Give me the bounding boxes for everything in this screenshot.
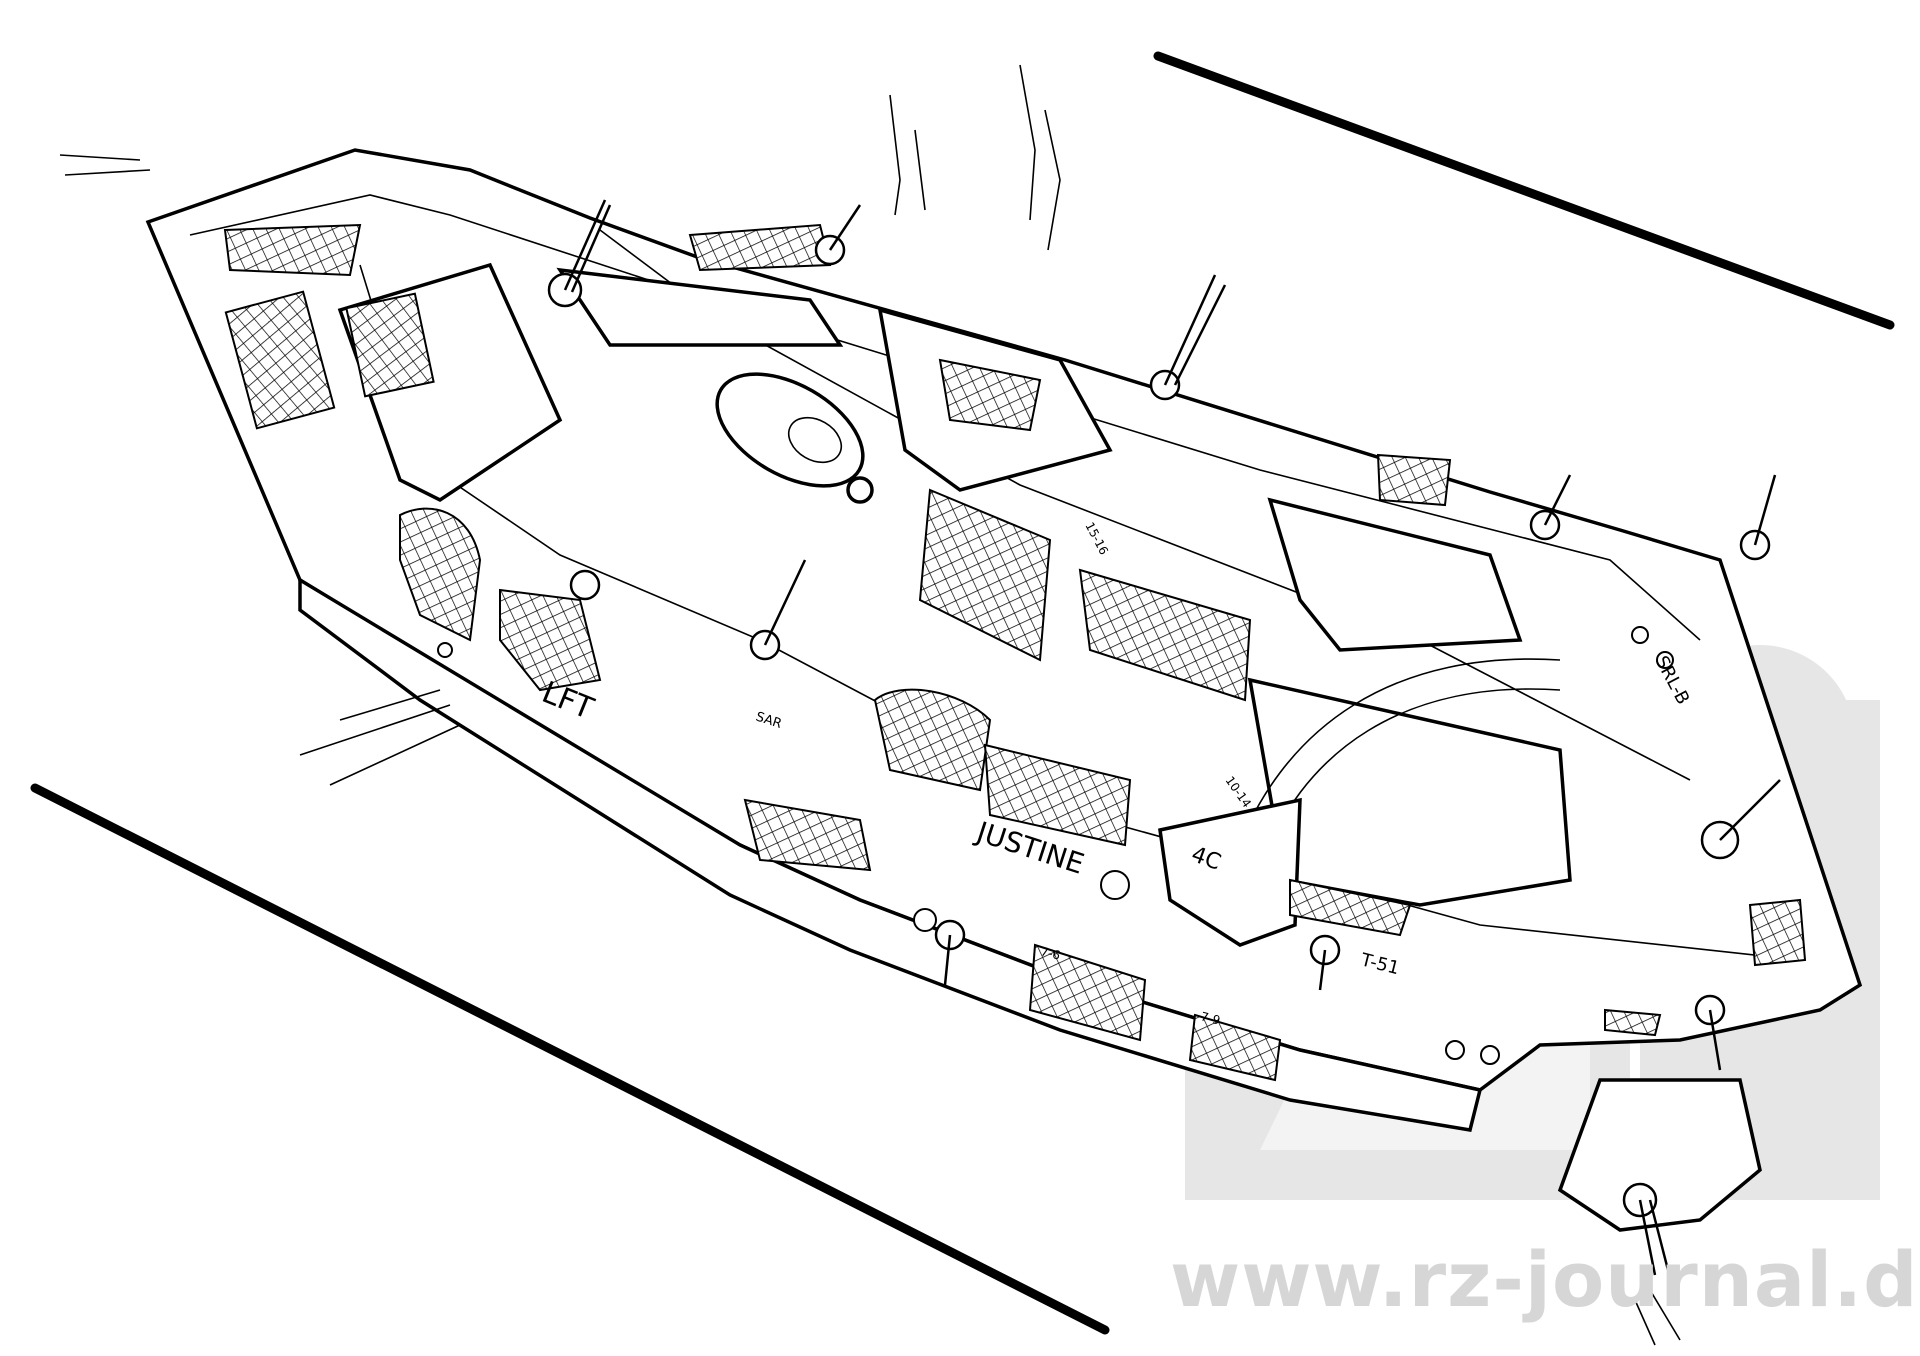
deck-code-e-label: 7-9: [1199, 1009, 1221, 1027]
shuttle-craft: [715, 372, 874, 504]
watermark-url: www.rz-journal.de: [1170, 1235, 1920, 1324]
hull-ports: [437, 626, 1674, 1065]
deck-code-d-label: 7-6: [1039, 944, 1061, 962]
frame-lines: [30, 51, 1895, 1335]
gun-turrets: [59, 64, 1781, 1346]
deck-grilles: [223, 223, 1807, 1082]
